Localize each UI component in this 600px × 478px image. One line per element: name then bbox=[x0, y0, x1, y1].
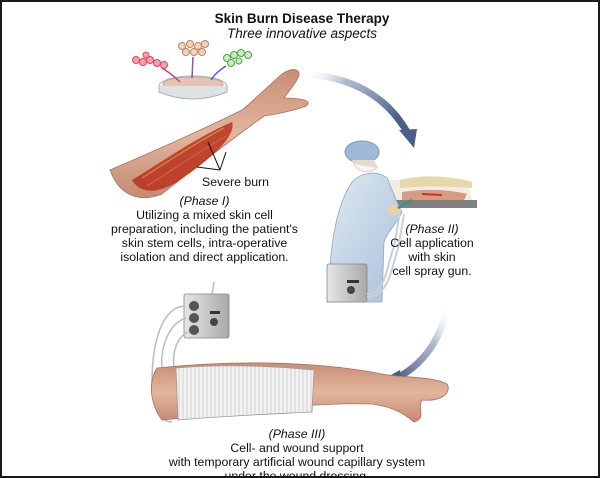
burned-arm bbox=[109, 69, 309, 198]
phase-3-line: under the wound dressing. bbox=[224, 468, 370, 478]
phase-2-line: with skin bbox=[408, 249, 456, 264]
phase-3-line: with temporary artificial wound capillar… bbox=[168, 454, 426, 469]
phase-1-title: (Phase I) bbox=[179, 194, 230, 208]
phase-2-line: Cell application bbox=[390, 235, 474, 250]
phase-3-title: (Phase III) bbox=[268, 427, 326, 441]
phase-1-line: Utilizing a mixed skin cell bbox=[136, 207, 273, 222]
phase-2-line: cell spray gun. bbox=[392, 263, 472, 278]
phase-2-caption: (Phase II) Cell application with skin ce… bbox=[387, 222, 477, 279]
spray-device bbox=[326, 211, 405, 303]
flow-arrow-2 bbox=[380, 283, 454, 386]
operating-table bbox=[382, 176, 477, 208]
cell-cluster-red bbox=[132, 51, 181, 83]
phase-1-line: skin stem cells, intra-operative bbox=[121, 235, 288, 250]
diagram-title: Skin Burn Disease Therapy bbox=[214, 11, 390, 26]
cell-cluster-green bbox=[210, 49, 252, 81]
phase-2-title: (Phase II) bbox=[405, 222, 459, 236]
petri-dish bbox=[158, 75, 228, 100]
flow-arrow-1 bbox=[298, 70, 417, 148]
severe-burn-label: Severe burn bbox=[202, 175, 269, 189]
phase-1-line: isolation and direct application. bbox=[120, 249, 289, 264]
diagram-subtitle: Three innovative aspects bbox=[226, 26, 378, 41]
dressed-arm bbox=[151, 362, 449, 423]
phase-1-caption: (Phase I) Utilizing a mixed skin cell pr… bbox=[97, 194, 312, 264]
phase-1-line: preparation, including the patient's bbox=[111, 221, 298, 236]
pump-device bbox=[183, 293, 230, 339]
phase-3-line: Cell- and wound support bbox=[230, 440, 364, 455]
severe-burn-pointer bbox=[196, 141, 227, 171]
phase-3-caption: (Phase III) Cell- and wound support with… bbox=[137, 427, 457, 478]
cell-cluster-tan bbox=[178, 40, 209, 79]
